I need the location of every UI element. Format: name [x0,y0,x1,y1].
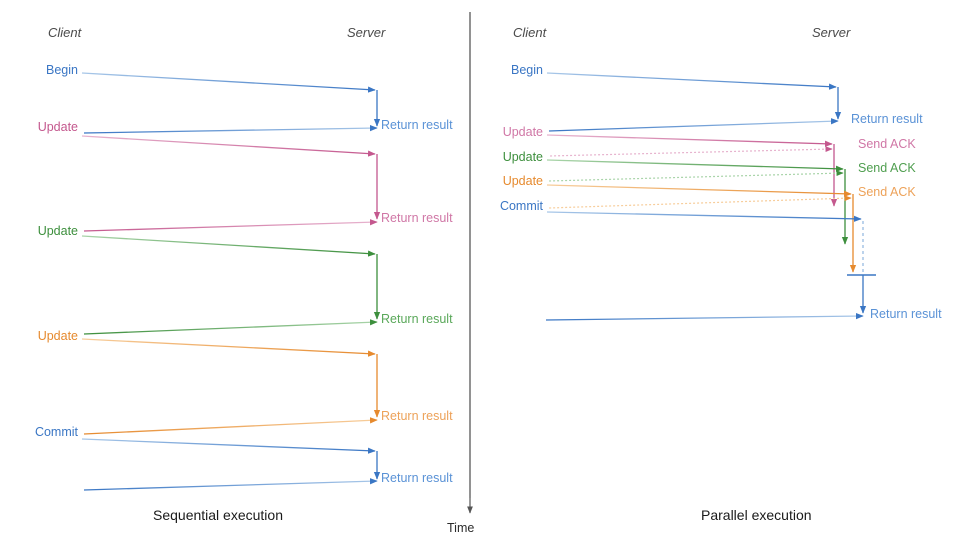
right-panel-caption: Parallel execution [701,507,812,523]
arrow-update1-response [83,219,378,232]
arrow-begin-response [83,125,378,134]
arrow-sendack-green-parallel [548,170,844,182]
label-commit-right: Commit [499,199,543,213]
label-update1-left: Update [37,120,78,134]
left-client-header: Client [48,25,82,40]
label-send-ack-pink-right: Send ACK [858,137,916,151]
arrow-commit-request-parallel [546,211,862,222]
left-panel-caption: Sequential execution [153,507,283,523]
label-return-result-green-left: Return result [381,312,453,326]
arrow-begin-response-parallel [548,118,839,132]
arrow-sendack-pink-parallel [548,146,833,157]
arrow-commit-request [81,438,376,454]
label-update2-left: Update [37,224,78,238]
label-begin-right: Begin [511,63,543,77]
time-axis-label: Time [447,521,475,535]
arrow-update1-request-parallel [546,134,833,147]
right-server-header: Server [812,25,851,40]
label-commit-left: Commit [34,425,78,439]
label-return-result-orange-left: Return result [381,409,453,423]
arrow-sendack-orange-parallel [548,195,852,209]
label-update2-right: Update [502,150,543,164]
arrow-update2-response [83,319,378,335]
label-return-result-blue-begin-right: Return result [851,112,923,126]
label-update3-left: Update [37,329,78,343]
arrow-commit-response [83,478,378,491]
right-client-header: Client [513,25,547,40]
label-return-result-blue-2-left: Return result [381,471,453,485]
arrow-update2-request-parallel [546,159,844,172]
label-update1-right: Update [502,125,543,139]
arrow-update3-request-parallel [546,184,852,197]
arrow-update1-request [81,135,376,157]
arrow-update3-response [83,417,378,435]
arrow-update3-request [81,338,376,357]
label-send-ack-orange-right: Send ACK [858,185,916,199]
label-return-result-pink-left: Return result [381,211,453,225]
label-send-ack-green-right: Send ACK [858,161,916,175]
right-panel-flows [545,72,876,321]
label-return-result-blue-commit-right: Return result [870,307,942,321]
arrow-commit-response-parallel [545,312,864,321]
left-server-header: Server [347,25,386,40]
label-return-result-blue-1-left: Return result [381,118,453,132]
label-update3-right: Update [502,174,543,188]
arrow-begin-request [81,72,376,93]
arrow-update2-request [81,235,376,257]
label-begin-left: Begin [46,63,78,77]
arrow-begin-request-parallel [546,72,837,90]
left-panel-flows [81,72,381,491]
